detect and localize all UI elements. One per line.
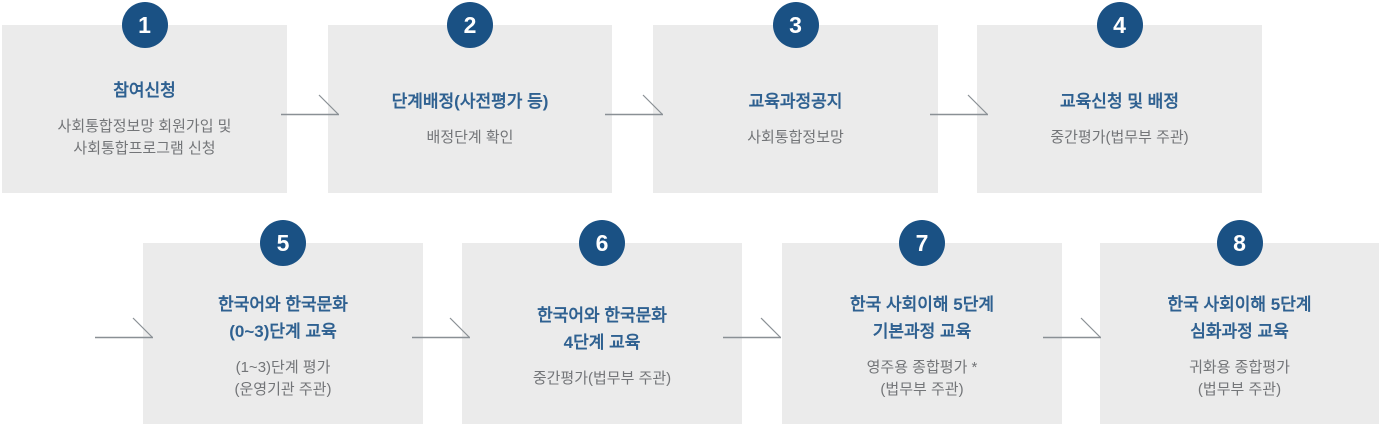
step-title: 한국 사회이해 5단계 심화과정 교육 [1167, 294, 1312, 341]
step-number: 6 [595, 230, 609, 256]
step-description: 중간평가(법무부 주관) [1050, 128, 1189, 146]
step-title: 교육신청 및 배정 [1060, 91, 1179, 111]
step-number: 8 [1233, 230, 1246, 256]
step-2-number-badge: 2 [447, 2, 493, 48]
arrow-right-icon [1043, 317, 1101, 339]
step-description: 사회통합정보망 회원가입 및 사회통합프로그램 신청 [57, 117, 232, 157]
step-8-number-badge: 8 [1216, 220, 1263, 266]
step-number: 7 [915, 230, 929, 256]
step-4-box: 4 교육신청 및 배정 중간평가(법무부 주관) [977, 2, 1262, 193]
step-7-number-badge: 7 [899, 220, 945, 266]
step-5-number-badge: 5 [260, 220, 306, 266]
step-description: 영주용 종합평가 * (법무부 주관) [866, 358, 978, 398]
step-1-number-badge: 1 [121, 2, 168, 48]
step-description: 배정단계 확인 [426, 128, 514, 146]
step-8-box: 8 한국 사회이해 5단계 심화과정 교육 귀화용 종합평가 (법무부 주관) [1100, 220, 1379, 424]
arrow-right-icon [412, 317, 470, 339]
step-title: 교육과정공지 [748, 91, 843, 111]
step-title: 한국어와 한국문화 (0~3)단계 교육 [218, 294, 348, 341]
step-4-number-badge: 4 [1096, 2, 1143, 48]
step-description: 귀화용 종합평가 (법무부 주관) [1189, 358, 1290, 398]
step-description: 사회통합정보망 [747, 128, 844, 146]
step-number: 4 [1113, 12, 1126, 38]
step-7-box: 7 한국 사회이해 5단계 기본과정 교육 영주용 종합평가 * (법무부 주관… [782, 220, 1062, 424]
step-3-number-badge: 3 [772, 2, 819, 48]
arrow-right-icon [930, 94, 988, 116]
step-5-box: 5 한국어와 한국문화 (0~3)단계 교육 (1~3)단계 평가 (운영기관 … [143, 220, 423, 424]
step-2-box: 2 단계배정(사전평가 등) 배정단계 확인 [328, 2, 612, 193]
step-3-box: 3 교육과정공지 사회통합정보망 [653, 2, 938, 193]
step-title: 한국 사회이해 5단계 기본과정 교육 [849, 294, 995, 341]
step-title: 단계배정(사전평가 등) [391, 91, 549, 111]
step-description: (1~3)단계 평가 (운영기관 주관) [234, 358, 332, 398]
step-number: 1 [138, 12, 151, 38]
step-6-number-badge: 6 [579, 220, 625, 266]
arrow-right-icon [605, 94, 663, 116]
step-number: 2 [463, 12, 477, 38]
arrow-right-icon [95, 317, 153, 339]
step-title: 참여신청 [113, 80, 176, 100]
step-1-box: 1 참여신청 사회통합정보망 회원가입 및 사회통합프로그램 신청 [2, 2, 287, 193]
step-description: 중간평가(법무부 주관) [532, 369, 672, 387]
arrow-right-icon [723, 317, 781, 339]
step-6-box: 6 한국어와 한국문화 4단계 교육 중간평가(법무부 주관) [462, 220, 742, 424]
arrow-right-icon [281, 94, 339, 116]
step-number: 3 [789, 12, 802, 38]
step-number: 5 [276, 230, 290, 256]
step-title: 한국어와 한국문화 4단계 교육 [537, 305, 667, 352]
